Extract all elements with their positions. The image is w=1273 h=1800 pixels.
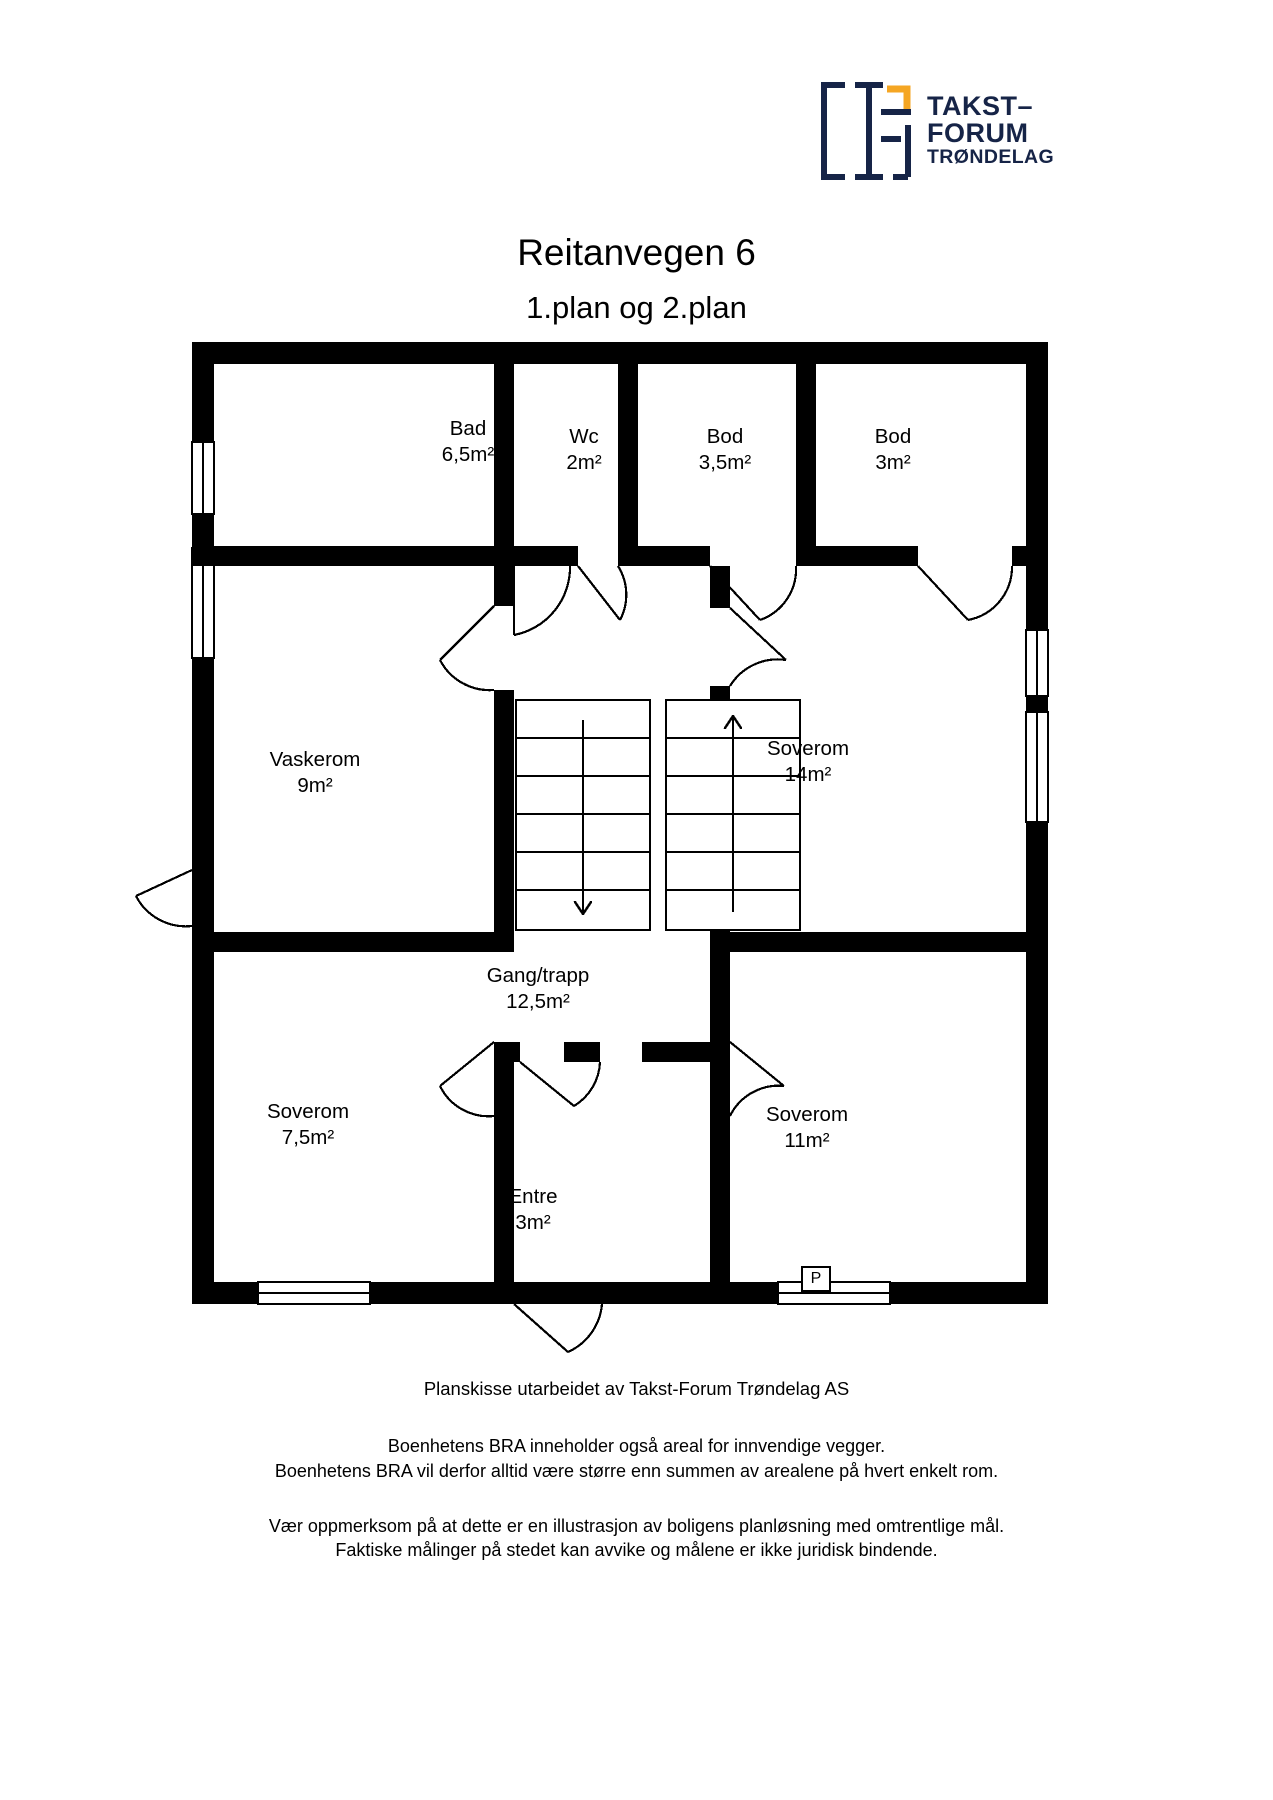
footer-disclaimer: Vær oppmerksom på at dette er en illustr… (0, 1514, 1273, 1564)
page-title: Reitanvegen 6 (517, 232, 756, 273)
footer-bra-line-1: Boenhetens BRA inneholder også areal for… (387, 1436, 886, 1456)
logo-line-3: TRØNDELAG (927, 146, 1055, 169)
page-subtitle: 1.plan og 2.plan (526, 290, 747, 325)
footer-bra-note: Boenhetens BRA inneholder også areal for… (0, 1434, 1273, 1484)
footer: Planskisse utarbeidet av Takst-Forum Trø… (0, 1378, 1273, 1593)
logo-line-2: FORUM (927, 117, 1029, 148)
stair-up-arrow (723, 714, 743, 912)
company-logo: TAKST– FORUM TRØNDELAG (815, 78, 1055, 183)
interior-walls (192, 342, 1048, 1296)
doors (135, 565, 1014, 1354)
stair-down-arrow (573, 720, 593, 916)
windows (191, 441, 1049, 1305)
floor-plan: P Bad 6,5m² Wc 2m² Bod 3,5m² Bod 3m² Vas… (135, 330, 1090, 1360)
parking-marker: P (801, 1266, 831, 1292)
footer-credit: Planskisse utarbeidet av Takst-Forum Trø… (423, 1378, 850, 1399)
footer-bra-line-2: Boenhetens BRA vil derfor alltid være st… (274, 1460, 999, 1481)
logo-wordmark: TAKST– FORUM TRØNDELAG (927, 93, 1054, 167)
logo-mark-icon (821, 81, 911, 180)
logo-line-1: TAKST– (927, 91, 1034, 122)
footer-disclaimer-line-2: Faktiske målinger på stedet kan avvike o… (335, 1540, 938, 1561)
footer-disclaimer-line-1: Vær oppmerksom på at dette er en illustr… (268, 1515, 1005, 1536)
